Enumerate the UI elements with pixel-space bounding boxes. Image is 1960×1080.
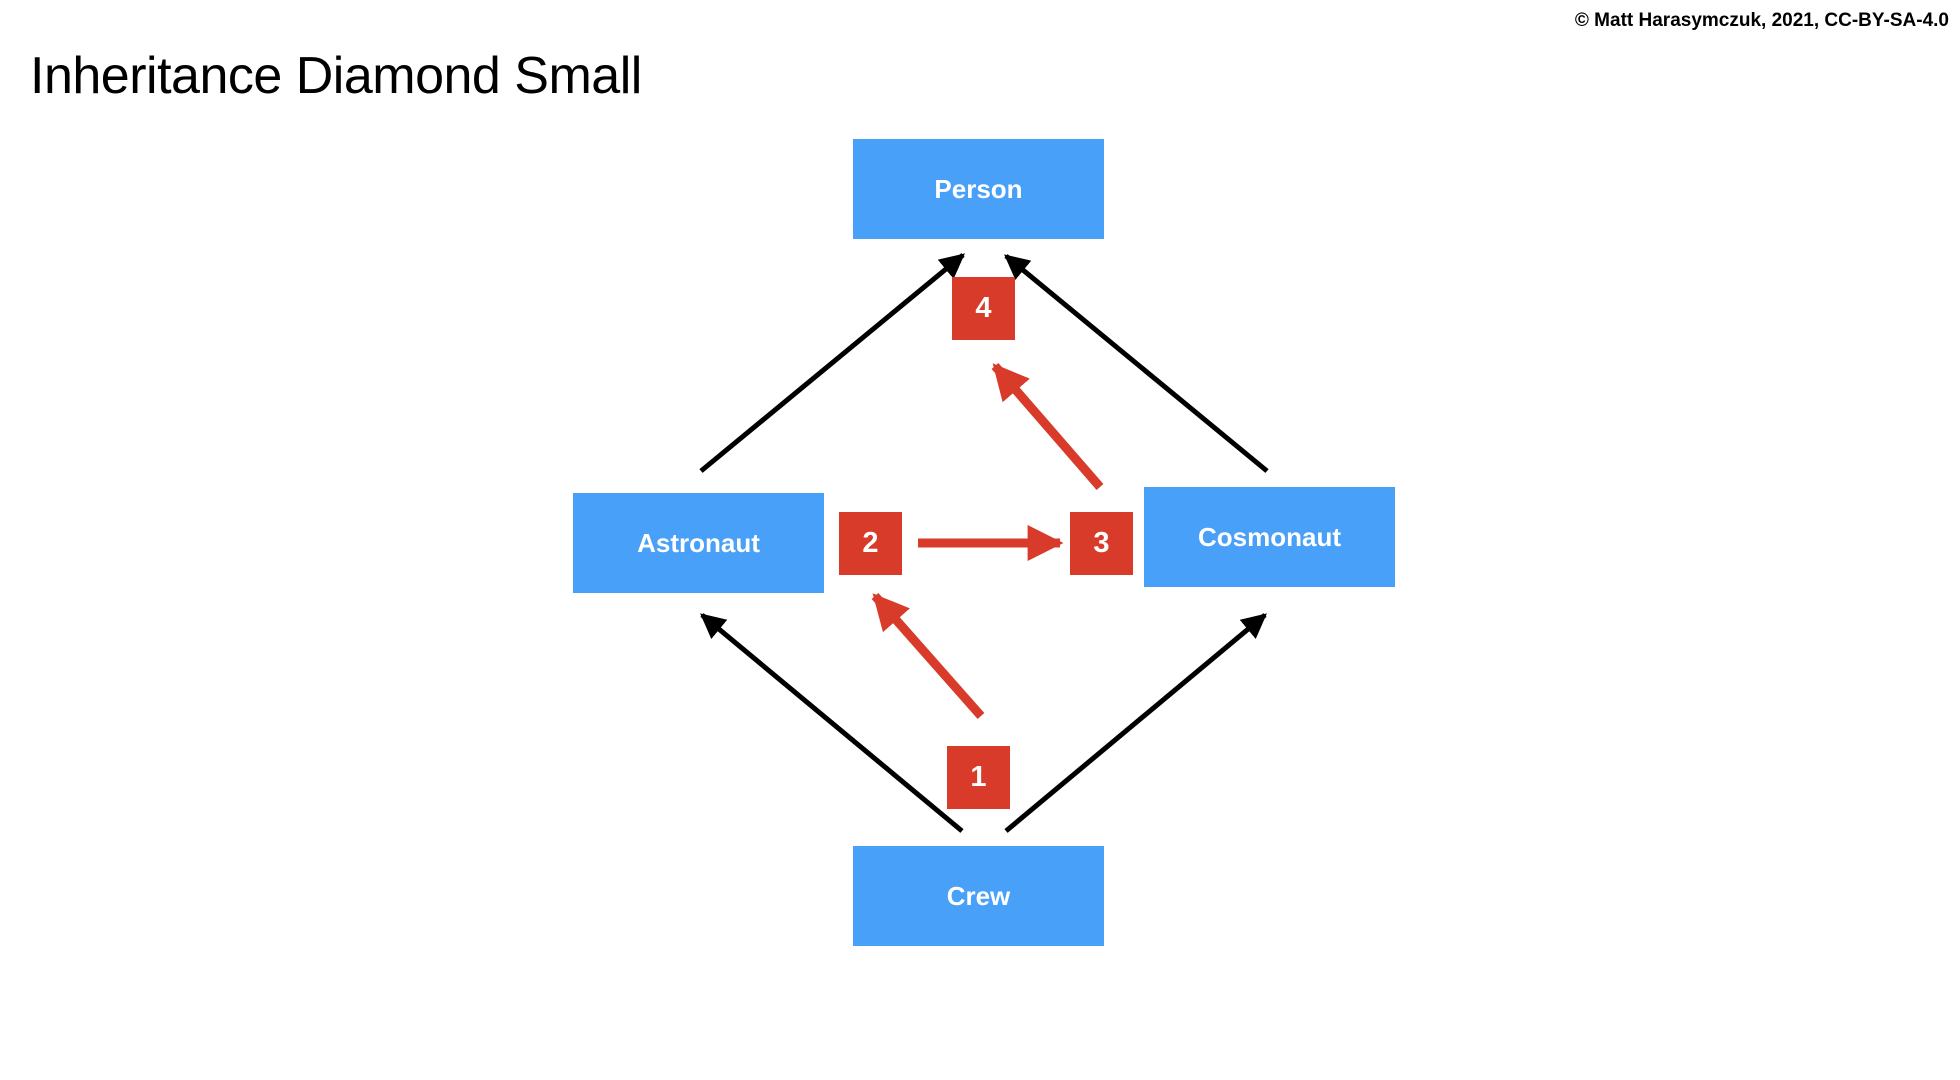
class-person-label: Person bbox=[934, 173, 1023, 204]
class-cosmonaut-box: Cosmonaut bbox=[1144, 487, 1395, 587]
step-4-badge: 4 bbox=[952, 277, 1015, 340]
step-1-badge: 1 bbox=[947, 746, 1010, 809]
step-3-badge: 3 bbox=[1070, 512, 1133, 575]
class-astronaut-label: Astronaut bbox=[637, 527, 760, 558]
arrow-cosmonaut-to-person bbox=[1004, 254, 1269, 473]
step-2-badge: 2 bbox=[839, 512, 902, 575]
class-crew-label: Crew bbox=[946, 880, 1011, 911]
step-1-label: 1 bbox=[970, 761, 987, 793]
page-title: Inheritance Diamond Small bbox=[30, 47, 642, 105]
arrow-crew-to-cosmonaut bbox=[1004, 613, 1267, 833]
class-cosmonaut-label: Cosmonaut bbox=[1198, 521, 1341, 552]
arrow-step-3-to-4 bbox=[991, 363, 1104, 490]
arrow-crew-to-astronaut bbox=[700, 613, 964, 833]
arrow-astronaut-to-person bbox=[699, 253, 965, 473]
step-4-label: 4 bbox=[975, 292, 992, 324]
step-2-label: 2 bbox=[862, 527, 879, 559]
step-3-label: 3 bbox=[1093, 527, 1110, 559]
class-crew-box: Crew bbox=[853, 846, 1104, 946]
class-astronaut-box: Astronaut bbox=[573, 493, 824, 593]
copyright-notice: © Matt Harasymczuk, 2021, CC-BY-SA-4.0 bbox=[1574, 10, 1949, 31]
arrow-step-1-to-2 bbox=[871, 593, 985, 719]
class-person-box: Person bbox=[853, 139, 1104, 239]
